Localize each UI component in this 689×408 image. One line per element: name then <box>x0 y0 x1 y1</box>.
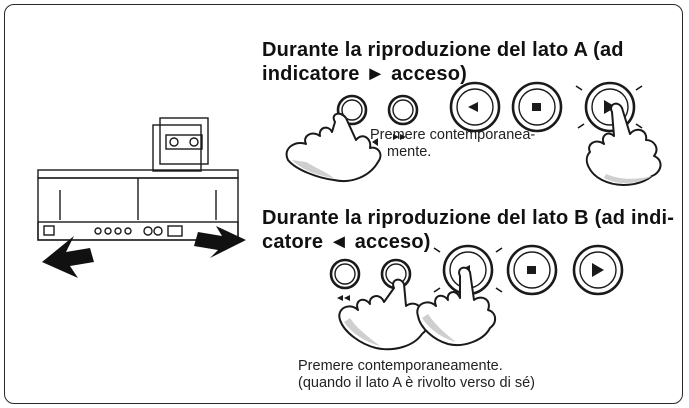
reverse-play-button-icon <box>449 81 501 133</box>
pressing-hand-icon <box>585 102 662 186</box>
cassette-tape-icon <box>152 117 209 172</box>
section-b-title-line2: catore ◄ acceso) <box>262 231 431 253</box>
stop-button-icon <box>511 81 563 133</box>
section-b-caption-line1: Premere contemporaneamente. <box>298 358 503 374</box>
section-b-title-line1: Durante la riproduzione del lato B (ad i… <box>262 207 675 229</box>
pressing-hand-icon <box>338 278 428 351</box>
rewind-button-icon <box>329 258 361 301</box>
pressing-hand-icon <box>285 112 382 182</box>
section-a-caption-line1: Premere contemporanea- <box>370 127 536 143</box>
pressing-hand-icon <box>416 266 496 346</box>
instruction-panel <box>4 4 683 404</box>
section-b-caption-line2: (quando il lato A è rivolto verso di sé) <box>298 375 535 391</box>
section-a-title-line1: Durante la riproduzione del lato A (ad <box>262 39 624 61</box>
cassette-deck-icon <box>37 169 239 241</box>
fast-forward-button-icon <box>387 94 419 140</box>
section-a-caption-line2: mente. <box>387 144 432 160</box>
forward-play-button-icon <box>575 81 643 133</box>
forward-play-button-icon <box>572 244 624 296</box>
section-a-title-line2: indicatore ► acceso) <box>262 63 467 85</box>
stop-button-icon <box>506 244 558 296</box>
arrow-right-press-icon <box>194 226 246 258</box>
arrow-left-press-icon <box>42 236 94 278</box>
